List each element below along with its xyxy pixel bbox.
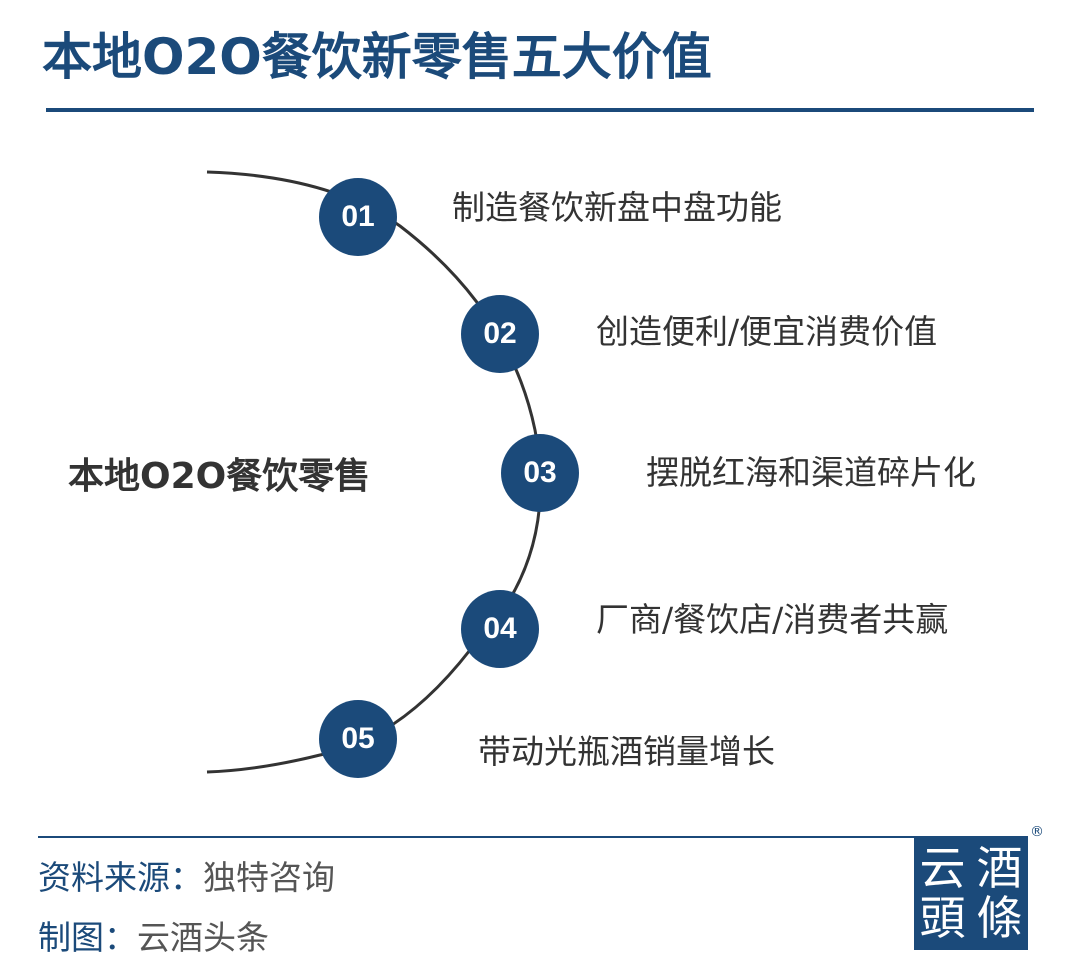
step-badge-02: 02 (461, 295, 539, 373)
source-line: 资料来源：独特咨询 (38, 858, 335, 898)
step-badge-04: 04 (461, 590, 539, 668)
registered-mark-icon: ® (1030, 824, 1044, 840)
footer-divider (38, 836, 918, 838)
logo-char: 頭 (919, 891, 966, 945)
center-label: 本地O2O餐饮零售 (68, 456, 371, 497)
logo-char: 云 (919, 841, 966, 895)
maker-value: 云酒头条 (137, 918, 269, 957)
logo-char: 酒 (976, 841, 1023, 895)
title-divider (46, 108, 1034, 112)
source-value: 独特咨询 (203, 858, 335, 897)
brand-logo: 云 酒 頭 條 (914, 836, 1028, 950)
step-text-01: 制造餐饮新盘中盘功能 (452, 188, 782, 227)
step-text-05: 带动光瓶酒销量增长 (478, 732, 775, 771)
logo-char: 條 (976, 891, 1023, 945)
page-title: 本地O2O餐饮新零售五大价值 (42, 28, 712, 86)
maker-line: 制图：云酒头条 (38, 918, 269, 958)
source-label: 资料来源： (38, 858, 203, 897)
step-text-02: 创造便利/便宜消费价值 (596, 312, 938, 351)
step-badge-03: 03 (501, 434, 579, 512)
step-text-04: 厂商/餐饮店/消费者共赢 (596, 600, 949, 639)
step-text-03: 摆脱红海和渠道碎片化 (646, 453, 976, 492)
maker-label: 制图： (38, 918, 137, 957)
step-badge-05: 05 (319, 700, 397, 778)
step-badge-01: 01 (319, 178, 397, 256)
